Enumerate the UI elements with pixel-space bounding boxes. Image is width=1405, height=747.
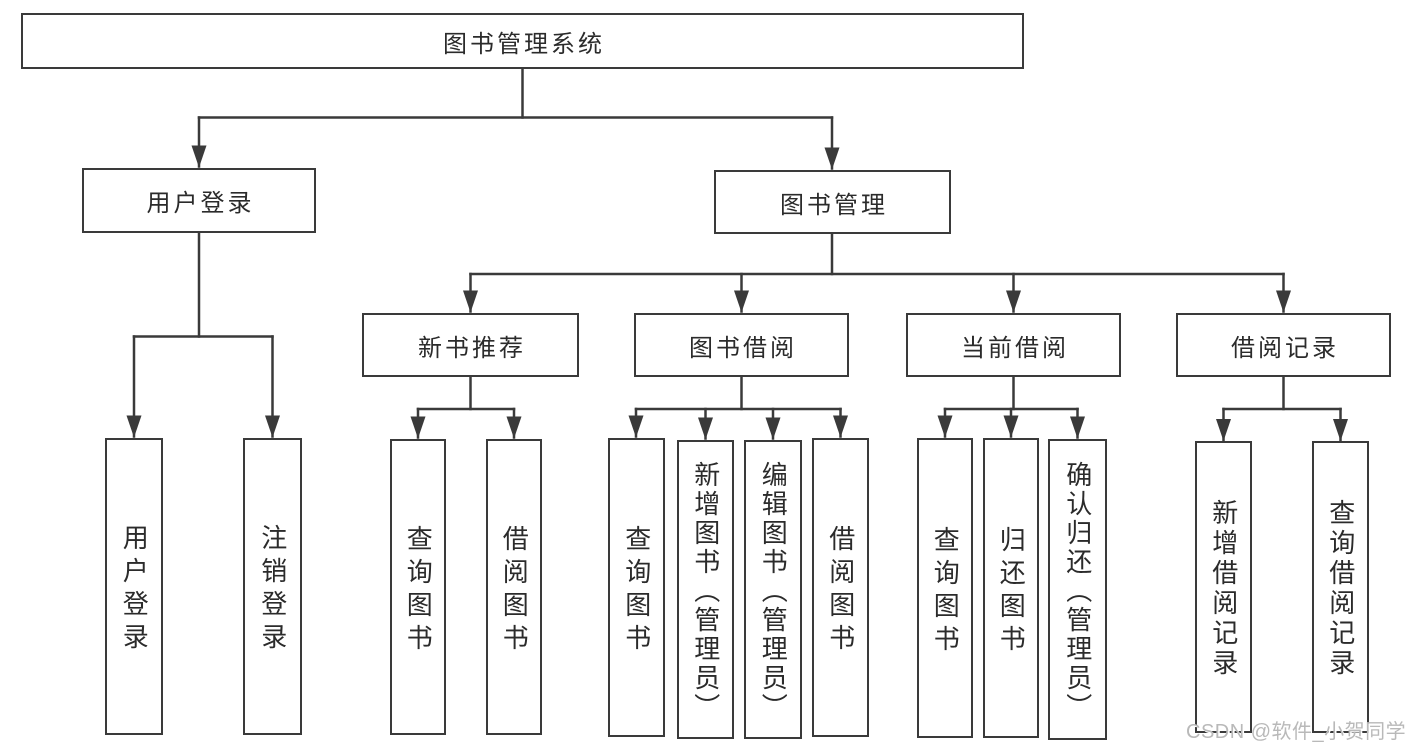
node-borrow-record-label: 借阅记录 <box>1231 334 1339 362</box>
leaf-logout-label: 注销登录 <box>257 524 288 656</box>
leaf-logout: 注销登录 <box>243 438 302 735</box>
leaf-record-add: 新增借阅记录 <box>1195 441 1252 733</box>
node-new-book-recommend-label: 新书推荐 <box>418 334 526 362</box>
leaf-current-query-label: 查询图书 <box>930 525 961 658</box>
leaf-newbook-borrow-label: 借阅图书 <box>499 524 530 657</box>
leaf-record-add-label: 新增借阅记录 <box>1208 499 1239 679</box>
node-user-login: 用户登录 <box>82 168 316 233</box>
node-current-borrow-label: 当前借阅 <box>961 334 1069 362</box>
leaf-newbook-borrow: 借阅图书 <box>486 439 542 735</box>
leaf-newbook-query: 查询图书 <box>390 439 446 735</box>
node-user-login-label: 用户登录 <box>146 190 255 217</box>
leaf-borrow-query: 查询图书 <box>608 438 665 737</box>
leaf-current-return-label: 归还图书 <box>996 525 1027 658</box>
leaf-borrow-add: 新增图书（管理员） <box>677 440 734 739</box>
node-book-management: 图书管理 <box>714 170 951 234</box>
node-root-label: 图书管理系统 <box>443 30 605 58</box>
node-book-management-label: 图书管理 <box>780 191 888 219</box>
node-current-borrow: 当前借阅 <box>906 313 1121 377</box>
node-new-book-recommend: 新书推荐 <box>362 313 579 377</box>
leaf-record-query-label: 查询借阅记录 <box>1325 499 1356 679</box>
leaf-user-login: 用户登录 <box>105 438 163 735</box>
leaf-borrow-borrow: 借阅图书 <box>812 438 869 737</box>
leaf-borrow-edit: 编辑图书（管理员） <box>744 440 802 739</box>
node-root: 图书管理系统 <box>21 13 1024 69</box>
leaf-current-return: 归还图书 <box>983 438 1039 738</box>
leaf-borrow-add-label: 新增图书（管理员） <box>690 460 721 722</box>
leaf-borrow-query-label: 查询图书 <box>621 525 652 657</box>
leaf-user-login-label: 用户登录 <box>119 524 150 656</box>
leaf-current-confirm: 确认归还（管理员） <box>1048 439 1107 740</box>
leaf-current-query: 查询图书 <box>917 438 973 738</box>
node-borrow-record: 借阅记录 <box>1176 313 1391 377</box>
leaf-borrow-borrow-label: 借阅图书 <box>825 525 856 657</box>
leaf-current-confirm-label: 确认归还（管理员） <box>1062 460 1093 722</box>
leaf-newbook-query-label: 查询图书 <box>403 524 434 657</box>
node-book-borrow-label: 图书借阅 <box>689 334 797 362</box>
leaf-borrow-edit-label: 编辑图书（管理员） <box>758 460 789 722</box>
node-book-borrow: 图书借阅 <box>634 313 849 377</box>
csdn-watermark: CSDN @软件_小贺同学 <box>1186 721 1405 743</box>
leaf-record-query: 查询借阅记录 <box>1312 441 1369 733</box>
